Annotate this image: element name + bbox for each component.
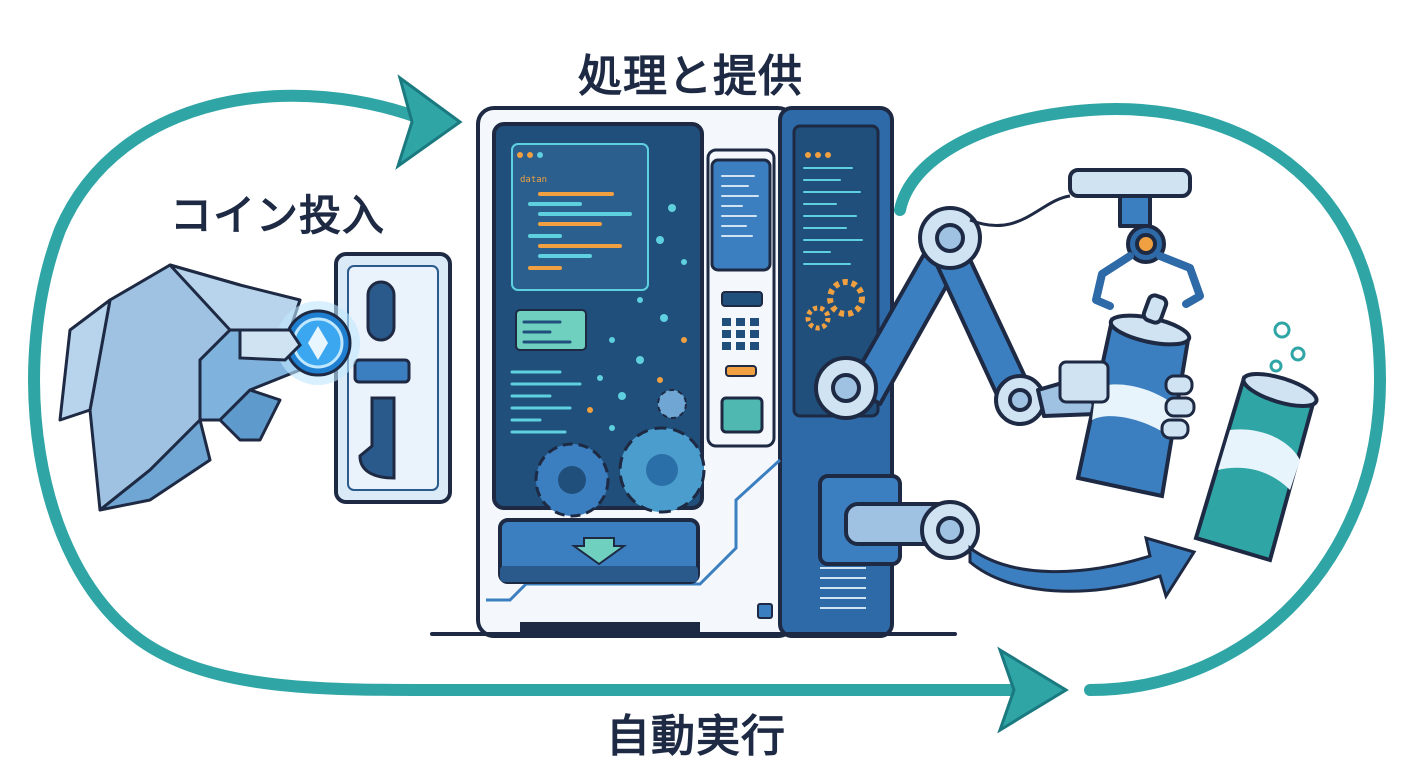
gear-icon-3 [657,389,687,419]
keypad-display [721,291,763,307]
robot-arm-icon [814,206,1098,426]
claw-gripper-icon [1068,168,1204,310]
can-icon-2 [1193,372,1319,563]
coin-return-button [353,358,411,384]
coin-icon [276,301,360,385]
code-keyword: datan [520,175,547,185]
bubbles [1269,321,1306,373]
coin-slot-panel [334,252,452,504]
arrowhead-top [395,74,463,170]
code-window [511,143,649,291]
loop-arrow-top-left [28,89,436,696]
coin-slot [366,280,396,342]
down-arrow-icon [570,537,628,566]
keypad [722,318,759,350]
process-label: 処理と提供 [578,51,803,102]
indicator-light [725,365,757,377]
gripper-hand [1058,360,1196,440]
finger-thumb [238,328,302,362]
chat-bubble [515,309,587,351]
dispense-arm [818,474,980,566]
selection-button [720,396,764,434]
status-led [757,603,773,619]
arrowhead-bottom [997,646,1069,734]
arm-cable [969,194,1071,227]
data-particles [587,204,687,431]
gear-icon [534,442,610,518]
dispense-arrow [968,535,1197,600]
loop-arrow-right [894,103,1387,696]
coin-return-chute [358,396,396,480]
coin-insert-label: コイン投入 [170,191,386,240]
auto-run-label: 自動実行 [606,711,786,762]
cycle-loop [28,89,1387,696]
orange-gear-icon [827,279,865,317]
gear-icon-2 [618,426,706,514]
robot-hand-icon [58,263,302,512]
